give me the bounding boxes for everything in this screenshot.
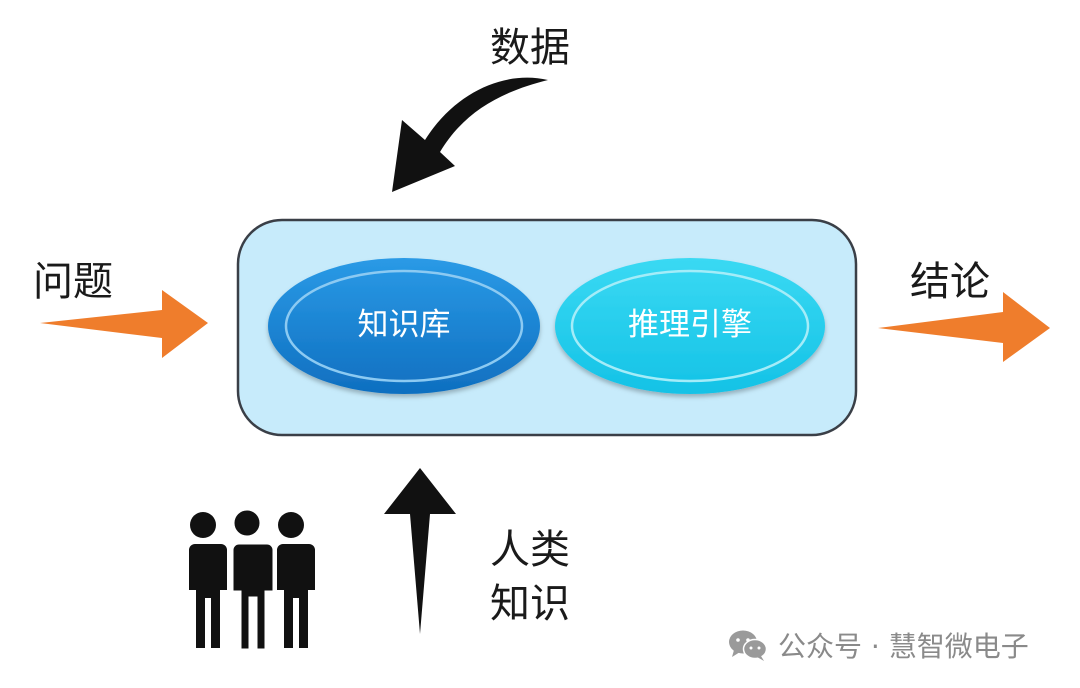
human-knowledge-arrow	[384, 468, 456, 634]
wechat-icon	[729, 630, 768, 661]
watermark-text: 公众号 · 慧智微电子	[778, 630, 1029, 663]
knowledge-base-oval	[268, 258, 540, 394]
watermark: 公众号 · 慧智微电子	[728, 627, 1029, 663]
human-knowledge-label-line2: 知识	[490, 581, 570, 627]
inference-engine-oval	[555, 258, 825, 394]
conclusion-arrow	[878, 292, 1050, 362]
data-arrow	[392, 77, 548, 192]
inference-engine-label: 推理引擎	[628, 307, 752, 343]
question-arrow	[40, 290, 208, 358]
people-icon	[185, 507, 315, 652]
human-knowledge-label-line1: 人类	[490, 527, 570, 573]
question-label: 问题	[33, 259, 113, 305]
data-label: 数据	[490, 25, 570, 71]
knowledge-base-label: 知识库	[357, 307, 451, 343]
conclusion-label: 结论	[910, 259, 990, 305]
